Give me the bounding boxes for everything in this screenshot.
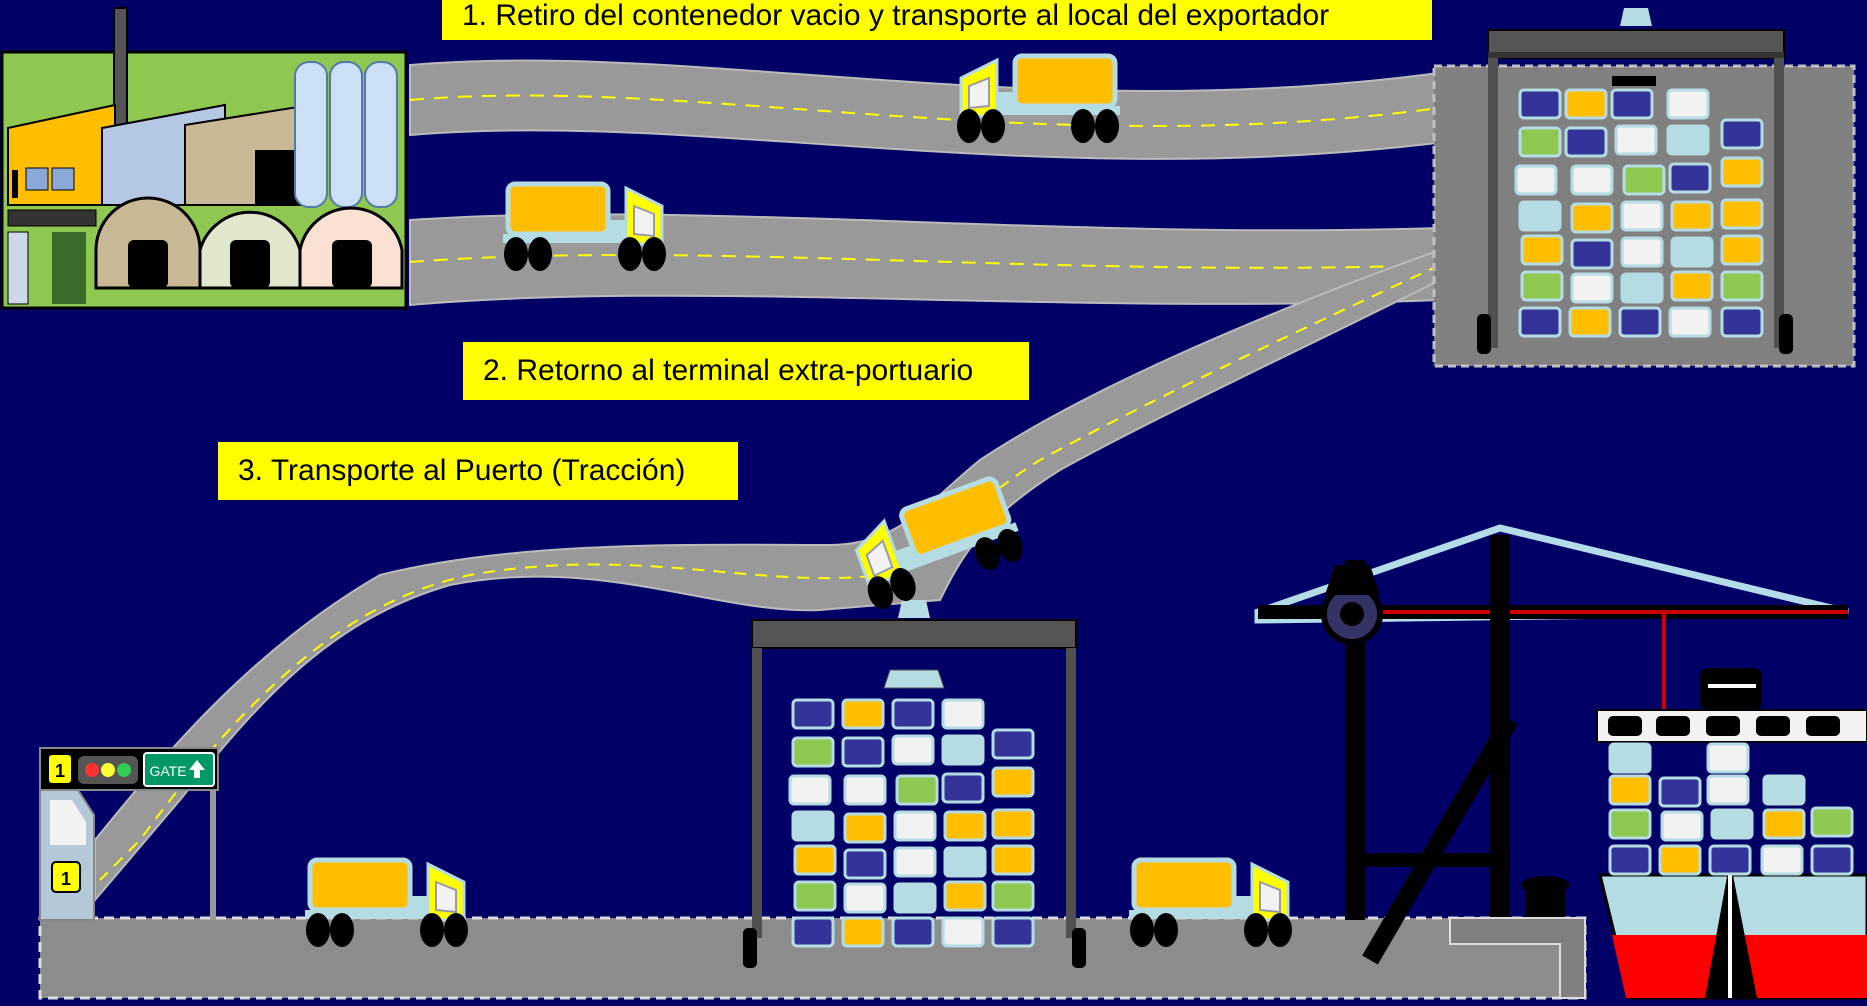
container-ship-icon (1596, 668, 1867, 1000)
step-3-label: 3. Transporte al Puerto (Tracción) (218, 442, 738, 500)
quay-edge (1449, 876, 1586, 999)
gantry-crane-icon (743, 600, 1086, 968)
gate-number-booth: 1 (61, 869, 71, 889)
gate-number-top: 1 (55, 761, 65, 781)
roads (38, 59, 1587, 1000)
traffic-light-icon (78, 756, 138, 784)
factory-icon (0, 7, 408, 310)
gate-icon: 1 GATE 1 (39, 747, 219, 921)
step-2-label: 2. Retorno al terminal extra-portuario (463, 342, 1029, 400)
step-1-label: 1. Retiro del contenedor vacio y transpo… (442, 0, 1432, 40)
container-yard-icon (1432, 8, 1856, 368)
ship-to-shore-crane-icon (1254, 524, 1849, 965)
gate-sign-text: GATE (149, 763, 186, 779)
